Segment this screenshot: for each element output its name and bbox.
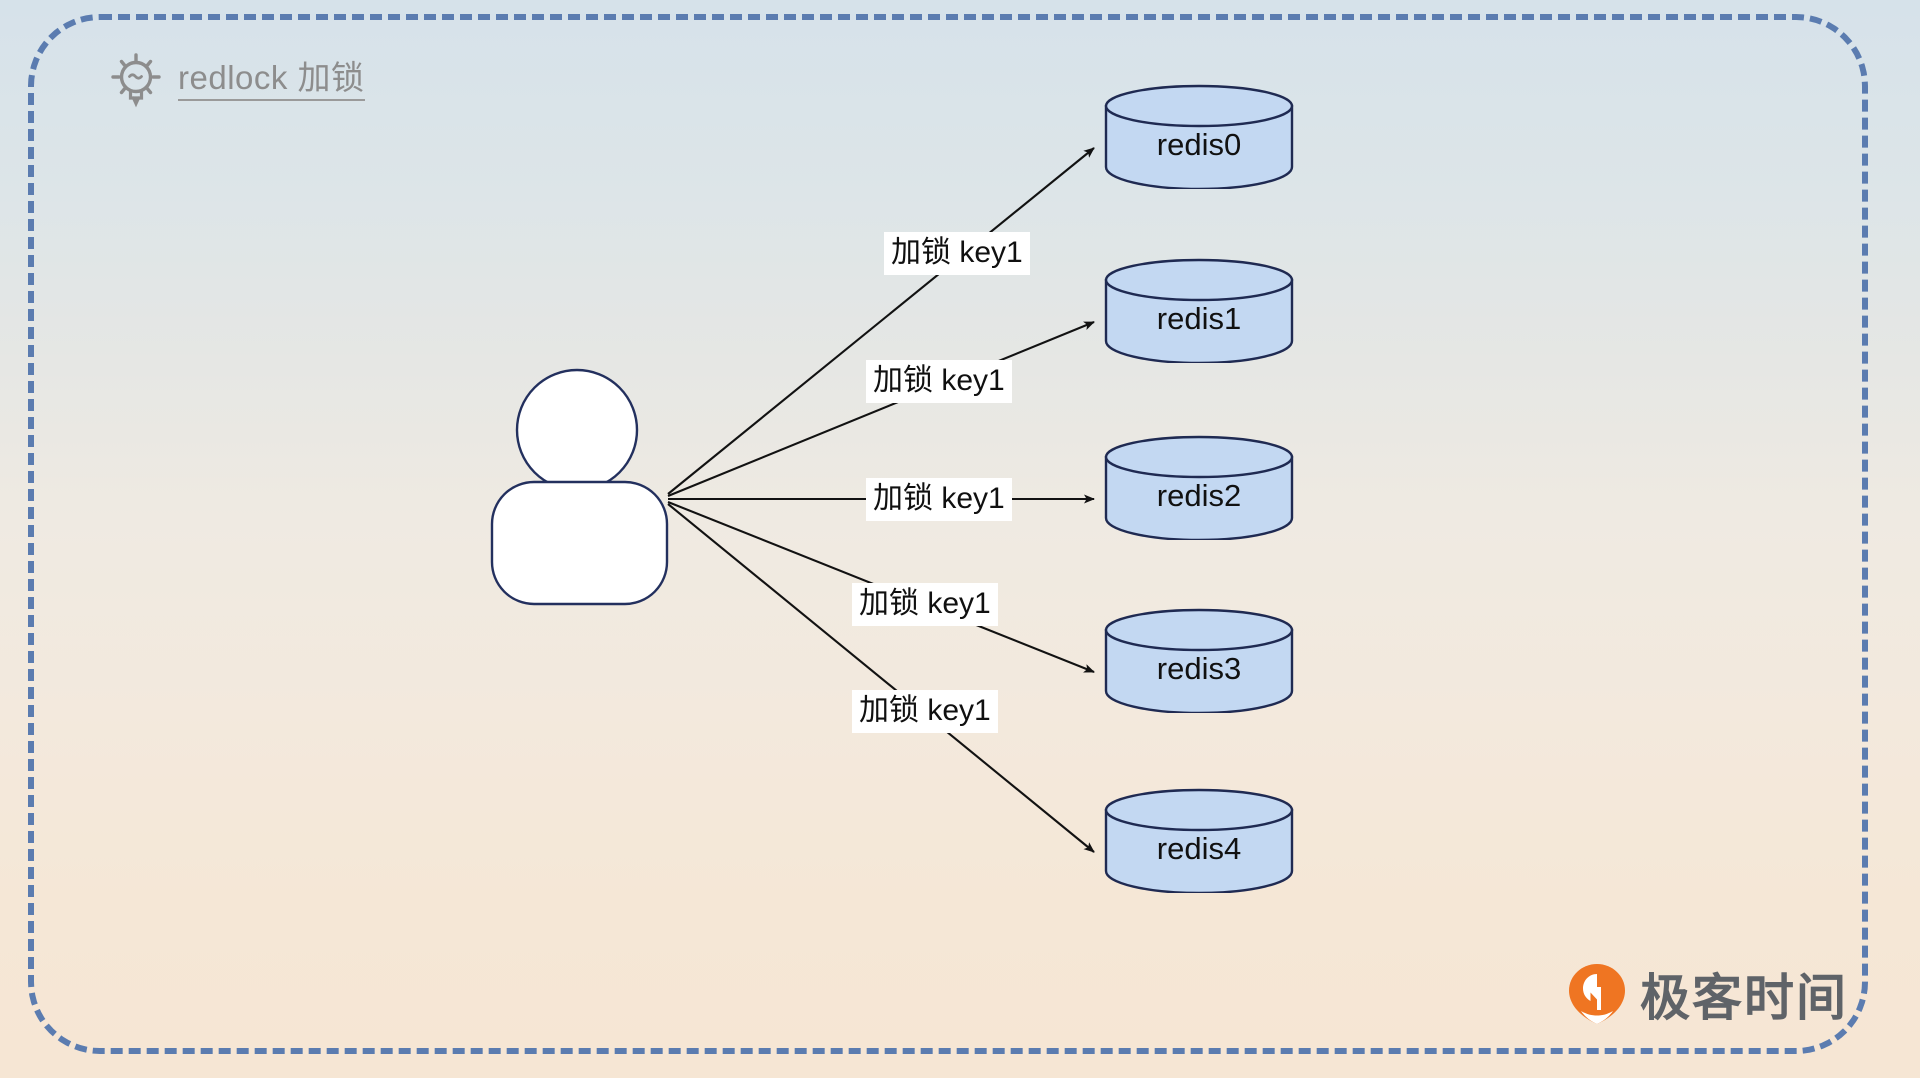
edge-label-redis4: 加锁 key1 — [852, 690, 998, 733]
edge-label-redis2: 加锁 key1 — [866, 478, 1012, 521]
cylinder-shape — [1104, 435, 1294, 540]
db-node-label: redis2 — [1156, 477, 1242, 513]
db-node-redis1[interactable]: redis1 — [1104, 258, 1294, 363]
db-node-label: redis3 — [1156, 650, 1242, 686]
db-node-label: redis1 — [1156, 300, 1242, 336]
cylinder-shape — [1104, 258, 1294, 363]
db-node-label: redis4 — [1156, 830, 1242, 866]
edge-line-redis0 — [667, 147, 1095, 495]
db-node-label: redis0 — [1156, 126, 1242, 162]
edge-label-redis1: 加锁 key1 — [866, 360, 1012, 403]
cylinder-shape — [1104, 608, 1294, 713]
db-node-redis0[interactable]: redis0 — [1104, 84, 1294, 189]
cylinder-shape — [1104, 788, 1294, 893]
client-actor — [490, 368, 669, 606]
edge-label-redis0: 加锁 key1 — [884, 232, 1030, 275]
edge-line-redis1 — [667, 321, 1095, 497]
db-node-redis4[interactable]: redis4 — [1104, 788, 1294, 893]
cylinder-shape — [1104, 84, 1294, 189]
lightbulb-icon — [111, 53, 161, 108]
geektime-pin-icon — [1569, 964, 1625, 1024]
db-node-redis3[interactable]: redis3 — [1104, 608, 1294, 713]
db-node-redis2[interactable]: redis2 — [1104, 435, 1294, 540]
brand-name: 极客时间 — [1640, 970, 1848, 1026]
brand-logo: 极客时间 — [1568, 958, 1848, 1030]
page-title: redlock 加锁 — [178, 60, 365, 102]
diagram-title-block: redlock 加锁 — [108, 52, 365, 110]
edge-line-redis4 — [667, 503, 1095, 853]
edge-label-redis3: 加锁 key1 — [852, 583, 998, 626]
